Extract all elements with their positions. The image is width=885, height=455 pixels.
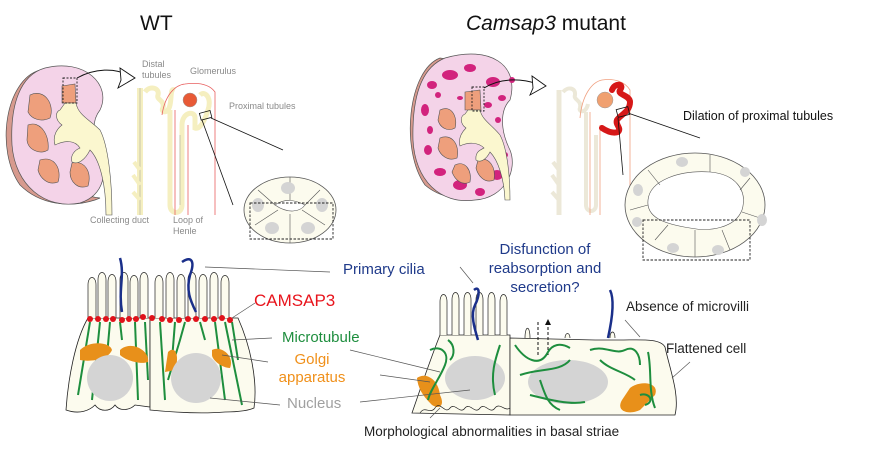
wt-kidney bbox=[5, 65, 136, 216]
label-glomerulus: Glomerulus bbox=[190, 66, 237, 76]
label-loop-of-henle-2: Henle bbox=[173, 226, 197, 236]
primary-cilium bbox=[118, 257, 124, 313]
primary-cilium bbox=[181, 258, 198, 313]
label-flattened-cell: Flattened cell bbox=[666, 341, 747, 356]
wt-tubule-cross-section bbox=[243, 176, 337, 244]
transport-arrows bbox=[537, 322, 548, 355]
mutant-title-gene: Camsap3 bbox=[466, 12, 556, 35]
golgi bbox=[212, 348, 231, 368]
mutant-kidney bbox=[409, 53, 547, 201]
microvilli bbox=[87, 272, 230, 318]
mutant-title: Camsap3 mutant bbox=[466, 12, 626, 35]
mutant-cell-schematic bbox=[349, 266, 691, 419]
golgi bbox=[620, 383, 656, 413]
primary-cilium bbox=[606, 289, 614, 339]
mutant-tubule-cross-section bbox=[624, 152, 767, 261]
nucleus bbox=[528, 360, 608, 404]
wt-zoom-box bbox=[62, 77, 78, 104]
label-nucleus: Nucleus bbox=[287, 395, 342, 412]
label-loop-of-henle-1: Loop of bbox=[173, 215, 204, 225]
wt-cell-schematic bbox=[65, 257, 331, 414]
nucleus bbox=[445, 356, 505, 400]
primary-cilium bbox=[471, 287, 480, 341]
nucleus bbox=[87, 355, 133, 401]
label-proximal-tubules: Proximal tubules bbox=[229, 101, 296, 111]
label-distal-tubules-2: tubules bbox=[142, 70, 172, 80]
mutant-nephron bbox=[550, 79, 701, 215]
microvilli bbox=[439, 292, 508, 335]
label-basal-striae: Morphological abnormalities in basal str… bbox=[364, 424, 620, 439]
label-disfunction-1: Disfunction of bbox=[499, 241, 591, 258]
label-microtubule: Microtubule bbox=[282, 329, 360, 346]
label-disfunction-2: reabsorption and bbox=[488, 260, 602, 277]
label-golgi-1: Golgi bbox=[294, 351, 330, 368]
camsap3-dots bbox=[87, 314, 233, 323]
arrow-icon bbox=[117, 67, 136, 90]
label-absence-microvilli: Absence of microvilli bbox=[626, 299, 750, 314]
label-dilation: Dilation of proximal tubules bbox=[683, 109, 834, 123]
label-camsap3: CAMSAP3 bbox=[254, 291, 336, 310]
label-collecting-duct: Collecting duct bbox=[90, 215, 150, 225]
mutant-title-suffix: mutant bbox=[555, 12, 626, 35]
wt-nephron bbox=[131, 83, 284, 215]
wt-title: WT bbox=[140, 12, 173, 35]
label-primary-cilia: Primary cilia bbox=[343, 261, 425, 278]
golgi bbox=[120, 345, 149, 363]
glomerulus bbox=[182, 92, 198, 108]
label-distal-tubules-1: Distal bbox=[142, 59, 165, 69]
label-golgi-2: apparatus bbox=[278, 369, 346, 386]
nucleus bbox=[171, 353, 221, 403]
dilated-proximal-tubule bbox=[599, 81, 634, 136]
arrow-icon bbox=[529, 75, 547, 97]
glomerulus bbox=[596, 91, 614, 109]
microtubules bbox=[427, 339, 656, 411]
basal-striae bbox=[419, 405, 511, 414]
label-disfunction-3: secretion? bbox=[510, 279, 580, 296]
